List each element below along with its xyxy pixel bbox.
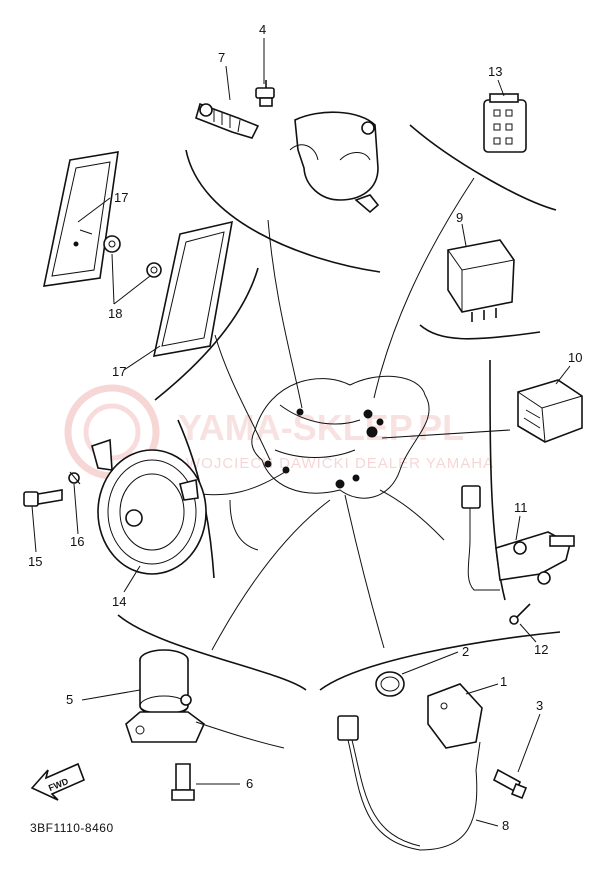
callout-12: 12 [534, 642, 548, 657]
watermark-brand: YAMA-SKLEP.PL [178, 407, 464, 448]
part-1-sensor [427, 683, 483, 749]
callout-15: 15 [28, 554, 42, 569]
part-16-washer [68, 471, 81, 485]
watermark-subtitle: WOJCIECH DAWICKI DEALER YAMAHA [186, 455, 494, 472]
neutral-switch-housing [289, 111, 380, 214]
callout-18: 18 [108, 306, 122, 321]
part-7-sender [195, 102, 260, 139]
callout-1: 1 [500, 674, 507, 689]
callout-10: 10 [568, 350, 582, 365]
drawing-code: 3BF1110-8460 [30, 821, 114, 835]
part-12-screw [509, 603, 531, 625]
callout-17-upper: 17 [114, 190, 128, 205]
fwd-arrow: FWD [30, 762, 86, 801]
callout-17-lower: 17 [112, 364, 126, 379]
part-13-connector [483, 93, 527, 153]
callout-5: 5 [66, 692, 73, 707]
callout-3: 3 [536, 698, 543, 713]
callout-6: 6 [246, 776, 253, 791]
part-17-reflector-upper [42, 151, 119, 287]
callout-11: 11 [514, 500, 528, 515]
part-14-horn [91, 438, 207, 575]
callout-9: 9 [456, 210, 463, 225]
part-2-o-ring [375, 671, 405, 697]
part-17-reflector-lower [152, 220, 233, 357]
callout-2: 2 [462, 644, 469, 659]
callouts: 4 7 13 9 10 17 18 17 15 16 14 11 12 5 6 … [28, 22, 582, 833]
callout-7: 7 [218, 50, 225, 65]
part-3-bolt [492, 768, 528, 800]
callout-14: 14 [112, 594, 126, 609]
part-8-lead [337, 715, 481, 851]
callout-4: 4 [259, 22, 266, 37]
callout-16: 16 [70, 534, 84, 549]
wire-harness [229, 375, 430, 551]
part-5-motor [125, 649, 285, 749]
callout-13: 13 [488, 64, 502, 79]
part-6-screw [171, 763, 195, 801]
part-18-nuts [103, 235, 162, 278]
callout-8: 8 [502, 818, 509, 833]
part-4-sensor [255, 80, 275, 107]
part-9-relay [447, 239, 515, 322]
part-15-bolt [23, 489, 63, 507]
part-10-regulator [517, 379, 583, 443]
part-11-switch [461, 485, 575, 591]
leader-lines [184, 177, 511, 651]
